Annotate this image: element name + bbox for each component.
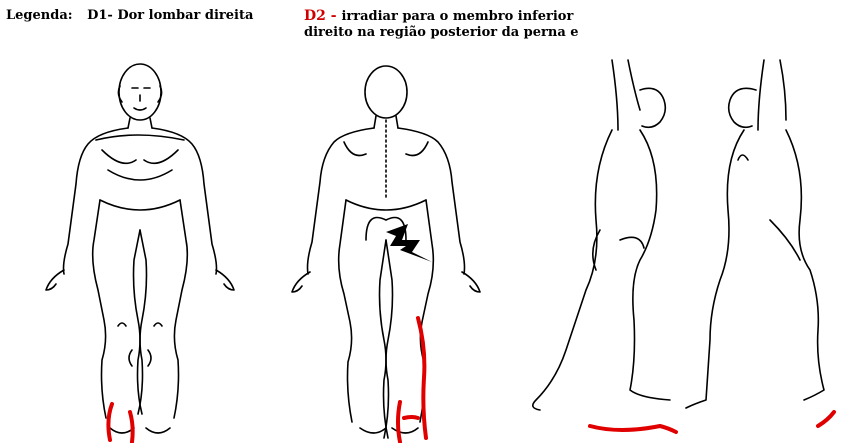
front-view-figure (46, 64, 234, 433)
right-side-view-figure (533, 60, 670, 410)
d2-back-leg-marker (398, 318, 426, 442)
left-side-view-figure (686, 60, 824, 408)
back-view-figure (292, 66, 480, 438)
d2-left-side-foot-marker (818, 412, 834, 426)
d2-front-foot-marker (108, 404, 132, 442)
pain-markers (108, 318, 834, 442)
lightning-bolt-icon (386, 224, 432, 262)
d2-right-side-foot-marker (590, 426, 676, 432)
